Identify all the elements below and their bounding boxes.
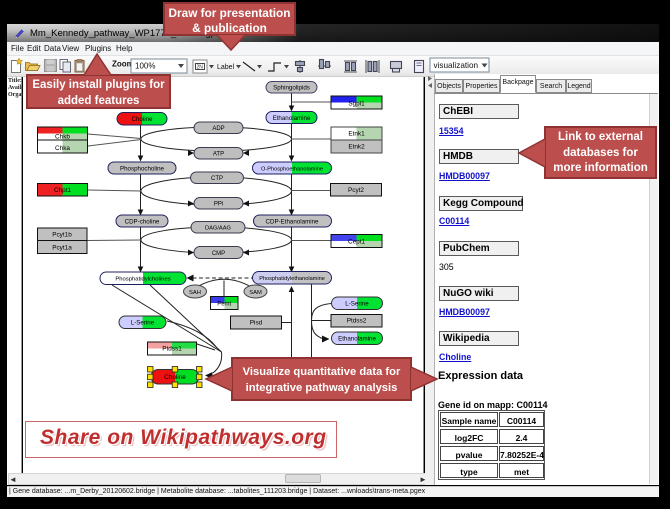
svg-text:2N: 2N bbox=[197, 65, 204, 71]
svg-text:Zoom:: Zoom: bbox=[112, 60, 136, 69]
svg-text:100%: 100% bbox=[135, 62, 155, 71]
svg-text:visualization: visualization bbox=[434, 61, 479, 70]
svg-text:Label: Label bbox=[217, 64, 235, 71]
